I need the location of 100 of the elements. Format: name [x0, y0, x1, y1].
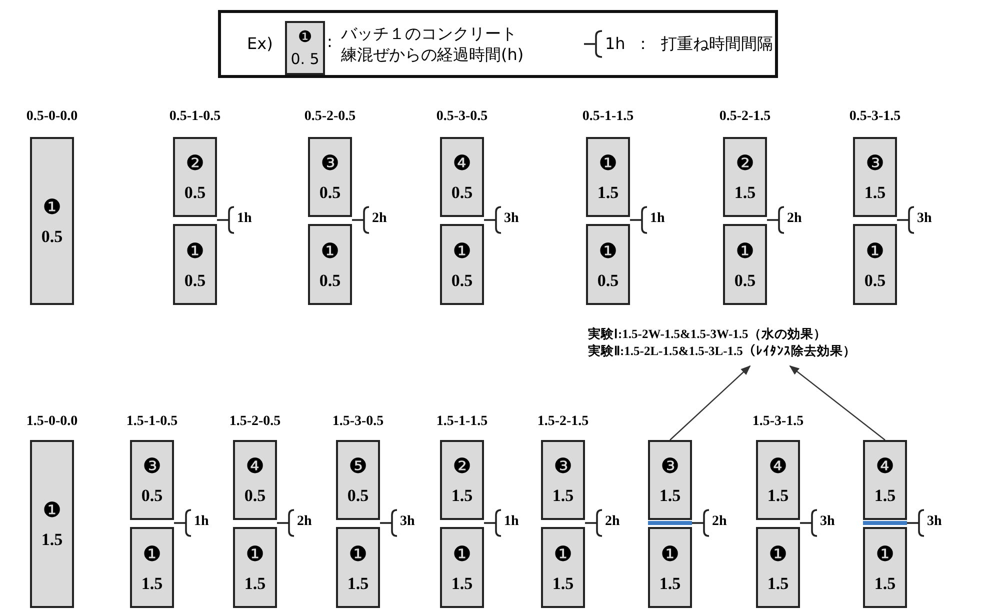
- sample-box: [285, 21, 325, 75]
- batch-number: ❹: [876, 454, 894, 478]
- concrete-layer-box: [853, 224, 897, 305]
- interval-label: 3h: [504, 211, 519, 227]
- concrete-layer-box: [863, 527, 907, 608]
- concrete-layer-box: [233, 527, 277, 608]
- batch-number: ❸: [142, 454, 162, 478]
- specimen-name: 0.5-3-0.5: [435, 109, 489, 125]
- concrete-layer-box: [440, 224, 484, 305]
- batch-number: ❷: [452, 454, 472, 478]
- arrow: [670, 365, 751, 440]
- batch-number: ❶: [736, 238, 754, 262]
- batch-number: ❸: [320, 151, 340, 175]
- batch-number: ❶: [142, 542, 162, 566]
- arrow: [789, 365, 886, 440]
- concrete-layer-box: [586, 137, 630, 217]
- batch-number: ❹: [246, 454, 264, 478]
- interval-label: 3h: [820, 514, 835, 530]
- elapsed-time: 1.5: [552, 574, 574, 594]
- batch-number: ❶: [298, 28, 312, 46]
- batch-number: ❶: [598, 238, 618, 262]
- elapsed-time: 1.5: [874, 574, 896, 594]
- note-line: 実験Ⅱ:1.5-2L-1.5&1.5-3L-1.5（ﾚｲﾀﾝｽ除去効果）: [588, 343, 857, 360]
- specimen-name: 0.5-0-0.0: [25, 109, 79, 125]
- elapsed-time: 1.5: [864, 183, 886, 203]
- batch-number: ❶: [348, 542, 368, 566]
- batch-number: ❶: [866, 238, 884, 262]
- note-line: 実験Ⅰ:1.5-2W-1.5&1.5-3W-1.5（水の効果）: [588, 326, 828, 343]
- legend-text: 打重ね時間間隔: [661, 33, 773, 54]
- elapsed-time: 1.5: [552, 486, 574, 506]
- elapsed-time: 0.5: [347, 486, 369, 506]
- elapsed-time: 0.5: [141, 486, 163, 506]
- specimen-name: 0.5-2-1.5: [718, 109, 772, 125]
- specimen-name: 1.5-2-1.5: [536, 414, 590, 430]
- concrete-layer-box: [130, 440, 174, 520]
- batch-number: ❷: [736, 151, 754, 175]
- colon: ：: [635, 33, 651, 54]
- batch-number: ❹: [768, 454, 788, 478]
- interval-label: 1h: [194, 514, 209, 530]
- interval-sample: 1h: [605, 33, 626, 54]
- concrete-layer-box: [130, 527, 174, 608]
- interval-label: 1h: [504, 514, 519, 530]
- batch-number: ❸: [660, 454, 680, 478]
- batch-number: ❶: [876, 542, 894, 566]
- concrete-layer-box: [853, 137, 897, 217]
- interval-label: 2h: [372, 211, 387, 227]
- elapsed-time: 0.5: [734, 270, 756, 290]
- concrete-layer-box: [440, 137, 484, 217]
- elapsed-time: 1.5: [347, 574, 369, 594]
- colon: :: [327, 31, 332, 52]
- specimen-name: 1.5-1-1.5: [435, 414, 489, 430]
- concrete-layer-box: [336, 440, 380, 520]
- elapsed-time: 0. 5: [290, 50, 320, 68]
- specimen-name: 1.5-3-0.5: [331, 414, 385, 430]
- specimen-name: 1.5-2-0.5: [228, 414, 282, 430]
- elapsed-time: 0.5: [597, 270, 619, 290]
- batch-number: ❶: [186, 238, 204, 262]
- elapsed-time: 1.5: [659, 574, 681, 594]
- concrete-layer-box: [648, 527, 692, 608]
- specimen-name: 0.5-1-1.5: [581, 109, 635, 125]
- elapsed-time: 1.5: [874, 486, 896, 506]
- legend-text: バッチ１のコンクリート練混ぜからの経過時間(h): [341, 23, 525, 65]
- elapsed-time: 1.5: [244, 574, 266, 594]
- batch-number: ❷: [186, 151, 204, 175]
- concrete-layer-box: [723, 224, 767, 305]
- interval-label: 2h: [605, 514, 620, 530]
- concrete-layer-box: [440, 440, 484, 520]
- elapsed-time: 1.5: [767, 486, 789, 506]
- batch-number: ❶: [554, 542, 572, 566]
- elapsed-time: 0.5: [184, 183, 206, 203]
- batch-number: ❹: [452, 151, 472, 175]
- batch-number: ❶: [452, 542, 472, 566]
- interval-label: 3h: [400, 514, 415, 530]
- legend-box: [218, 10, 778, 78]
- elapsed-time: 0.5: [319, 270, 341, 290]
- concrete-layer-box: [308, 137, 352, 217]
- specimen-name: 0.5-1-0.5: [168, 109, 222, 125]
- batch-number: ❺: [348, 454, 368, 478]
- concrete-layer-box: [440, 527, 484, 608]
- interval-label: 3h: [927, 514, 942, 530]
- batch-number: ❶: [452, 238, 472, 262]
- concrete-layer-box: [336, 527, 380, 608]
- interval-label: 2h: [297, 514, 312, 530]
- elapsed-time: 1.5: [659, 486, 681, 506]
- interval-label: 2h: [712, 514, 727, 530]
- elapsed-time: 0.5: [451, 183, 473, 203]
- elapsed-time: 1.5: [767, 574, 789, 594]
- elapsed-time: 0.5: [244, 486, 266, 506]
- specimen-name: 0.5-2-0.5: [303, 109, 357, 125]
- concrete-layer-box: [30, 137, 74, 305]
- concrete-layer-box: [173, 224, 217, 305]
- elapsed-time: 0.5: [864, 270, 886, 290]
- batch-number: ❶: [320, 238, 340, 262]
- batch-number: ❶: [598, 151, 618, 175]
- elapsed-time: 1.5: [451, 574, 473, 594]
- elapsed-time: 1.5: [734, 183, 756, 203]
- specimen-name: 1.5-0-0.0: [25, 414, 79, 430]
- batch-number: ❶: [768, 542, 788, 566]
- concrete-layer-box: [541, 527, 585, 608]
- batch-number: ❶: [42, 498, 62, 522]
